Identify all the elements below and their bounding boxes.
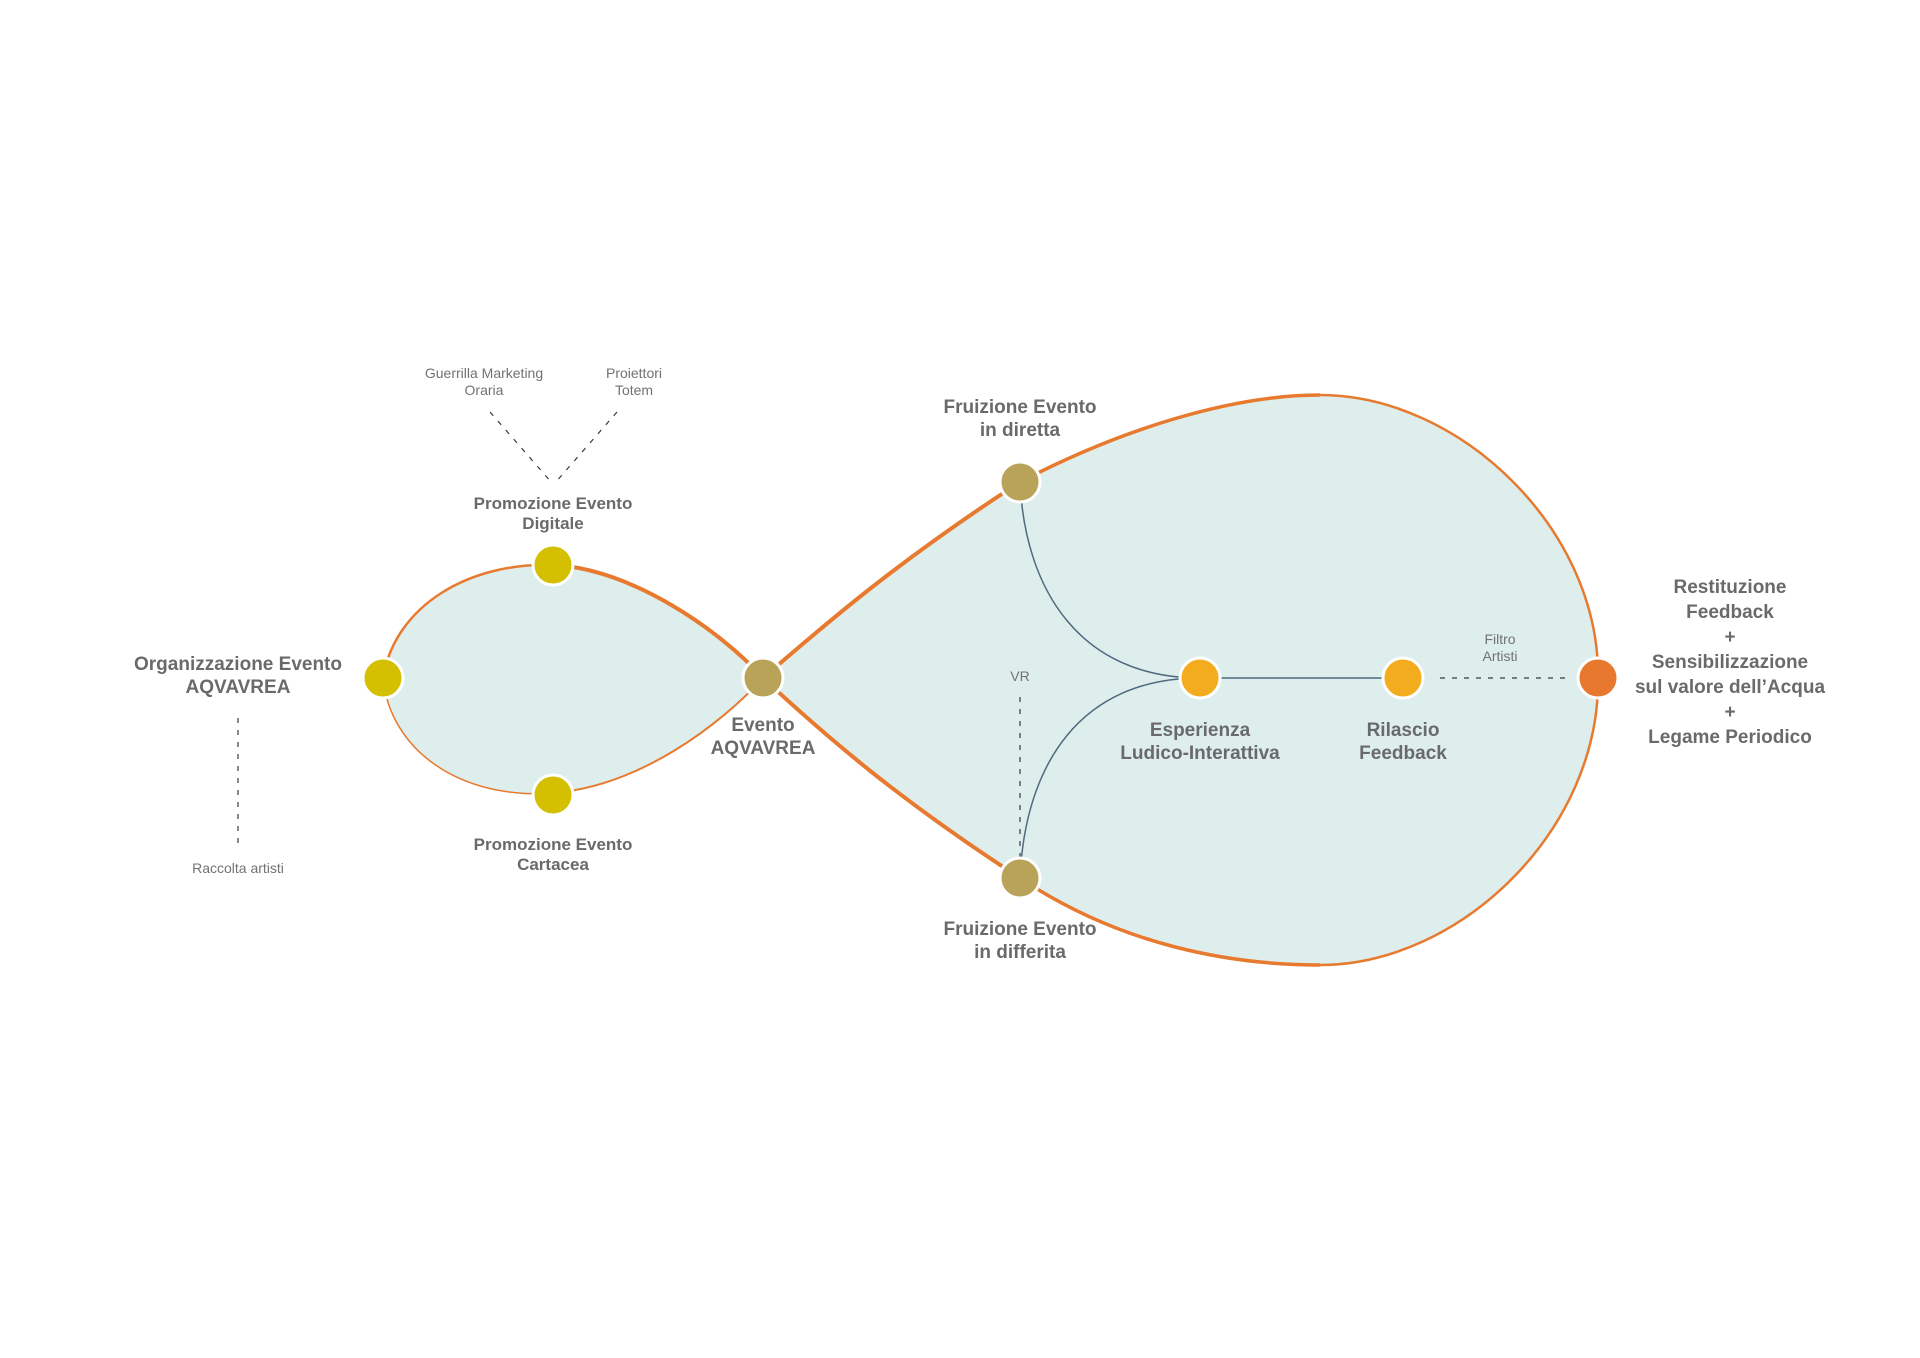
label-evento: Evento AQVAVREA	[711, 715, 816, 761]
label-restituzione-line3: +	[1724, 627, 1736, 649]
dash-guerrilla	[489, 411, 553, 484]
label-fruizione-differita-line2: in differita	[974, 941, 1066, 963]
label-restituzione-line1: Restituzione	[1673, 577, 1787, 598]
label-promo-digitale-line2: Digitale	[522, 514, 584, 534]
label-rilascio-line1: Rilascio	[1366, 720, 1440, 741]
annotation-proiettori: Proiettori Totem	[606, 365, 662, 399]
small-loop-edge-right-top	[552, 563, 765, 680]
annotation-filtro-line2: Artisti	[1482, 647, 1518, 664]
annotation-filtro: Filtro Artisti	[1483, 631, 1518, 665]
label-rilascio-line2: Feedback	[1359, 742, 1447, 764]
connector-differita-esperienza	[1019, 677, 1201, 879]
label-rilascio: Rilascio Feedback	[1359, 720, 1447, 766]
label-fruizione-diretta-line2: in diretta	[979, 419, 1061, 441]
annotation-guerrilla-line1: Guerrilla Marketing	[424, 365, 544, 381]
annotation-raccolta: Raccolta artisti	[192, 860, 284, 877]
node-rilascio[interactable]	[1381, 656, 1425, 700]
label-evento-line1: Evento	[731, 715, 795, 736]
big-loop-edge-top-left	[761, 480, 1022, 680]
node-fruizione-diretta[interactable]	[998, 460, 1042, 504]
big-loop-edge-bottom-left	[761, 676, 1022, 880]
annotation-proiettori-line1: Proiettori	[605, 365, 663, 381]
annotation-proiettori-line2: Totem	[614, 381, 654, 398]
annotation-vr: VR	[1010, 668, 1029, 685]
node-organizzazione[interactable]	[361, 656, 405, 700]
label-restituzione-line7: Legame Periodico	[1648, 727, 1812, 749]
label-fruizione-differita: Fruizione Evento in differita	[943, 919, 1096, 965]
annotation-guerrilla: Guerrilla Marketing Oraria	[425, 365, 543, 399]
label-restituzione: Restituzione Feedback + Sensibilizzazion…	[1635, 575, 1825, 751]
label-fruizione-diretta-line1: Fruizione Evento	[943, 397, 1097, 418]
label-restituzione-line4: Sensibilizzazione	[1651, 652, 1809, 674]
small-loop-edge-left-bottom	[382, 677, 554, 795]
label-promo-digitale: Promozione Evento Digitale	[474, 494, 633, 535]
small-loop-edge-right-bottom	[552, 677, 764, 794]
annotation-vr-text: VR	[1010, 668, 1030, 684]
node-restituzione[interactable]	[1576, 656, 1620, 700]
small-loop-area	[383, 564, 763, 794]
label-fruizione-differita-line1: Fruizione Evento	[943, 919, 1097, 940]
label-fruizione-diretta: Fruizione Evento in diretta	[943, 397, 1096, 443]
label-organizzazione: Organizzazione Evento AQVAVREA	[134, 654, 342, 700]
label-restituzione-line6: +	[1724, 702, 1736, 724]
node-esperienza[interactable]	[1178, 656, 1222, 700]
node-evento[interactable]	[741, 656, 785, 700]
label-organizzazione-line1: Organizzazione Evento	[134, 654, 342, 675]
annotation-raccolta-text: Raccolta artisti	[192, 860, 284, 876]
node-promo-digitale[interactable]	[531, 543, 575, 587]
label-esperienza-line1: Esperienza	[1149, 720, 1251, 741]
label-esperienza-line2: Ludico-Interattiva	[1120, 742, 1280, 764]
connector-diretta-esperienza	[1019, 481, 1201, 679]
label-promo-cartacea-line1: Promozione Evento	[473, 835, 633, 854]
label-restituzione-line2: Feedback	[1686, 602, 1774, 624]
label-evento-line2: AQVAVREA	[710, 737, 816, 759]
label-promo-digitale-line1: Promozione Evento	[473, 494, 633, 513]
annotation-guerrilla-line2: Oraria	[464, 381, 504, 398]
dash-proiettori	[554, 411, 618, 484]
annotation-filtro-line1: Filtro	[1484, 631, 1516, 647]
label-promo-cartacea-line2: Cartacea	[517, 855, 589, 875]
label-esperienza: Esperienza Ludico-Interattiva	[1120, 720, 1279, 766]
label-restituzione-line5: sul valore dell’Acqua	[1634, 677, 1826, 699]
node-promo-cartacea[interactable]	[531, 773, 575, 817]
big-loop-edge-bottom	[1019, 876, 1321, 967]
label-organizzazione-line2: AQVAVREA	[185, 676, 291, 698]
node-fruizione-differita[interactable]	[998, 856, 1042, 900]
small-loop-edge-left-top	[381, 563, 554, 679]
label-promo-cartacea: Promozione Evento Cartacea	[474, 835, 633, 876]
big-loop-edge-top	[1019, 393, 1321, 484]
